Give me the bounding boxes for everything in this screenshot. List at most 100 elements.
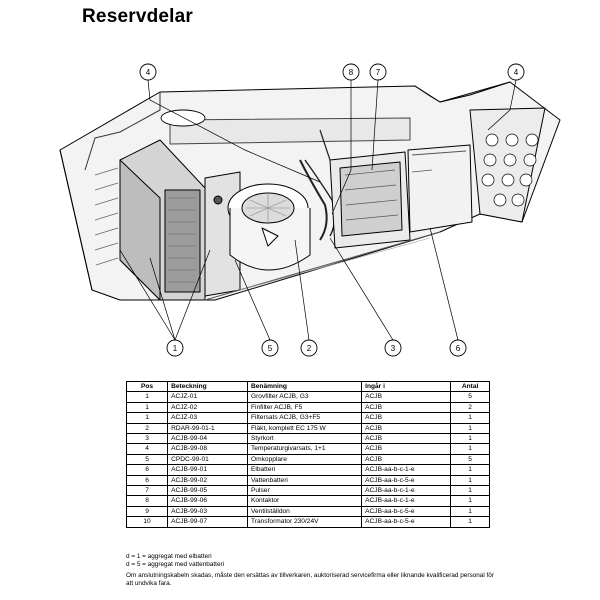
cell-benamning: Finfilter ACJB, F5 [246, 401, 363, 414]
svg-text:3: 3 [391, 344, 396, 353]
callout-3: 3 [384, 339, 402, 357]
cell-antal: 1 [450, 485, 490, 497]
cell-ingar-i: ACJB [361, 443, 452, 455]
cell-benamning: Kontaktor [246, 495, 363, 507]
cable-warning: Om anslutningskabeln skadas, måste den e… [126, 572, 494, 587]
callout-7: 7 [369, 63, 387, 81]
cell-ingar-i: ACJB-aa-b-c-1-e [361, 464, 452, 476]
cell-beteckning: ACJB-99-02 [167, 474, 248, 487]
cell-benamning: Transformator 230/24V [246, 516, 363, 528]
cell-pos: 10 [125, 516, 169, 528]
header-pos: Pos [125, 380, 169, 393]
unit-exploded-diagram: 4 8 7 4 1 5 2 3 6 [59, 63, 561, 357]
cell-ingar-i: ACJB [361, 412, 452, 424]
svg-text:5: 5 [268, 344, 273, 353]
cell-benamning: Fläkt, komplett EC 175 W [246, 422, 363, 435]
svg-text:1: 1 [173, 344, 178, 353]
cell-ingar-i: ACJB [361, 453, 452, 466]
cell-beteckning: ACJB-99-04 [167, 433, 248, 445]
cell-pos: 1 [125, 391, 169, 403]
cell-beteckning: ACJB-99-08 [167, 443, 248, 455]
cell-antal: 1 [450, 443, 490, 455]
cell-ingar-i: ACJB-aa-b-c-5-e [361, 516, 452, 528]
cell-ingar-i: ACJB-aa-b-c-1-e [361, 485, 452, 497]
cell-pos: 3 [125, 433, 169, 445]
cell-antal: 1 [450, 516, 490, 528]
cell-benamning: Grovfilter ACJB, G3 [246, 391, 363, 403]
cell-ingar-i: ACJB-aa-b-c-1-e [361, 495, 452, 507]
cell-beteckning: RDAR-99-01-1 [167, 422, 248, 435]
cell-antal: 5 [450, 391, 490, 403]
callout-1: 1 [166, 339, 184, 357]
cell-beteckning: ACJB-99-05 [167, 485, 248, 497]
svg-text:4: 4 [514, 68, 519, 77]
cell-antal: 1 [450, 422, 490, 435]
svg-text:8: 8 [349, 68, 354, 77]
cell-benamning: Ventilställdon [246, 505, 363, 518]
cell-beteckning: ACJZ-03 [167, 412, 248, 424]
table-header-row: Pos Beteckning Benämning Ingår i Antal [125, 380, 490, 393]
cell-benamning: Styrkort [246, 433, 363, 445]
cell-benamning: Filtersats ACJB, G3+F5 [246, 412, 363, 424]
cell-antal: 2 [450, 401, 490, 414]
header-antal: Antal [450, 380, 490, 393]
callout-4-left: 4 [139, 63, 157, 81]
cell-pos: 8 [125, 495, 169, 507]
cell-benamning: Temperaturgivarsats, 1+1 [246, 443, 363, 455]
cell-pos: 2 [125, 422, 169, 435]
note-elbatteri: d = 1 = aggregat med elbatteri [126, 553, 212, 560]
cell-pos: 9 [125, 505, 169, 518]
svg-text:7: 7 [376, 68, 381, 77]
cell-antal: 1 [450, 412, 490, 424]
cell-ingar-i: ACJB-aa-b-c-5-e [361, 505, 452, 518]
note-vattenbatteri: d = 5 = aggregat med vattenbatteri [126, 561, 225, 568]
callout-6: 6 [449, 339, 467, 357]
cell-ingar-i: ACJB [361, 422, 452, 435]
spare-parts-table: Pos Beteckning Benämning Ingår i Antal 1… [125, 380, 490, 528]
header-beteckning: Beteckning [167, 380, 248, 393]
cell-ingar-i: ACJB-aa-b-c-5-e [361, 474, 452, 487]
cell-beteckning: ACJZ-02 [167, 401, 248, 414]
notes: d = 1 = aggregat med elbatteri d = 5 = a… [126, 553, 496, 588]
callout-4-right: 4 [507, 63, 525, 81]
cell-pos: 6 [125, 474, 169, 487]
cell-antal: 5 [450, 453, 490, 466]
header-benamning: Benämning [246, 380, 363, 393]
cell-ingar-i: ACJB [361, 391, 452, 403]
header-ingar-i: Ingår i [361, 380, 452, 393]
cell-beteckning: ACJB-99-07 [167, 516, 248, 528]
cell-beteckning: ACJB-99-03 [167, 505, 248, 518]
cell-beteckning: CPDC-99-01 [167, 453, 248, 466]
cell-pos: 4 [125, 443, 169, 455]
callout-8: 8 [342, 63, 360, 81]
cell-beteckning: ACJB-99-01 [167, 464, 248, 476]
cell-antal: 1 [450, 433, 490, 445]
cell-antal: 1 [450, 464, 490, 476]
page-title: Reservdelar [82, 6, 193, 27]
cell-pos: 6 [125, 464, 169, 476]
cell-beteckning: ACJZ-01 [167, 391, 248, 403]
callout-2: 2 [300, 339, 318, 357]
cell-antal: 1 [450, 495, 490, 507]
cell-pos: 5 [125, 453, 169, 466]
svg-text:4: 4 [146, 68, 151, 77]
cell-ingar-i: ACJB [361, 401, 452, 414]
cell-benamning: Pulser [246, 485, 363, 497]
svg-text:2: 2 [307, 344, 312, 353]
svg-text:6: 6 [456, 344, 461, 353]
cell-antal: 1 [450, 474, 490, 487]
cell-pos: 7 [125, 485, 169, 497]
